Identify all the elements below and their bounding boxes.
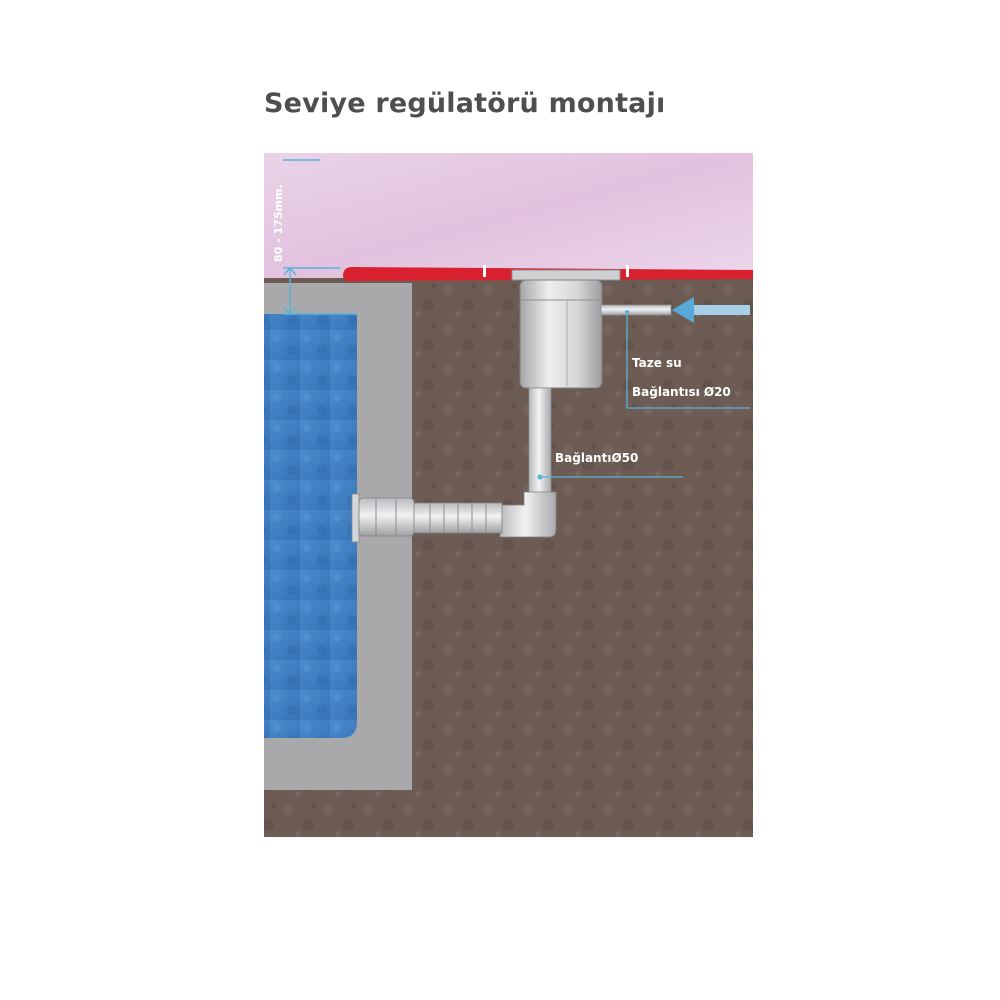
page-title: Seviye regülatörü montajı (264, 88, 666, 119)
vertical-pipe (528, 387, 552, 507)
fresh-water-leader (626, 312, 750, 409)
fresh-water-pipe (600, 304, 672, 316)
sky-area (264, 153, 753, 280)
fresh-water-label-line2: Bağlantısı Ø20 (632, 385, 731, 399)
height-dimension (283, 159, 357, 316)
connection-50-label: BağlantıØ50 (555, 451, 638, 465)
inflow-arrow-icon (672, 297, 750, 323)
coping-gap (626, 265, 629, 277)
pool-water (264, 314, 357, 738)
wall-fitting (358, 497, 415, 537)
fresh-water-label-line1: Taze su (632, 356, 682, 370)
height-range-label: 80 - 175mm. (272, 184, 285, 262)
regulator-box (519, 279, 603, 389)
horizontal-pipe (411, 502, 503, 534)
regulator-lid (511, 269, 621, 281)
wall-fitting-flange (351, 493, 360, 543)
coping-gap (483, 265, 486, 277)
